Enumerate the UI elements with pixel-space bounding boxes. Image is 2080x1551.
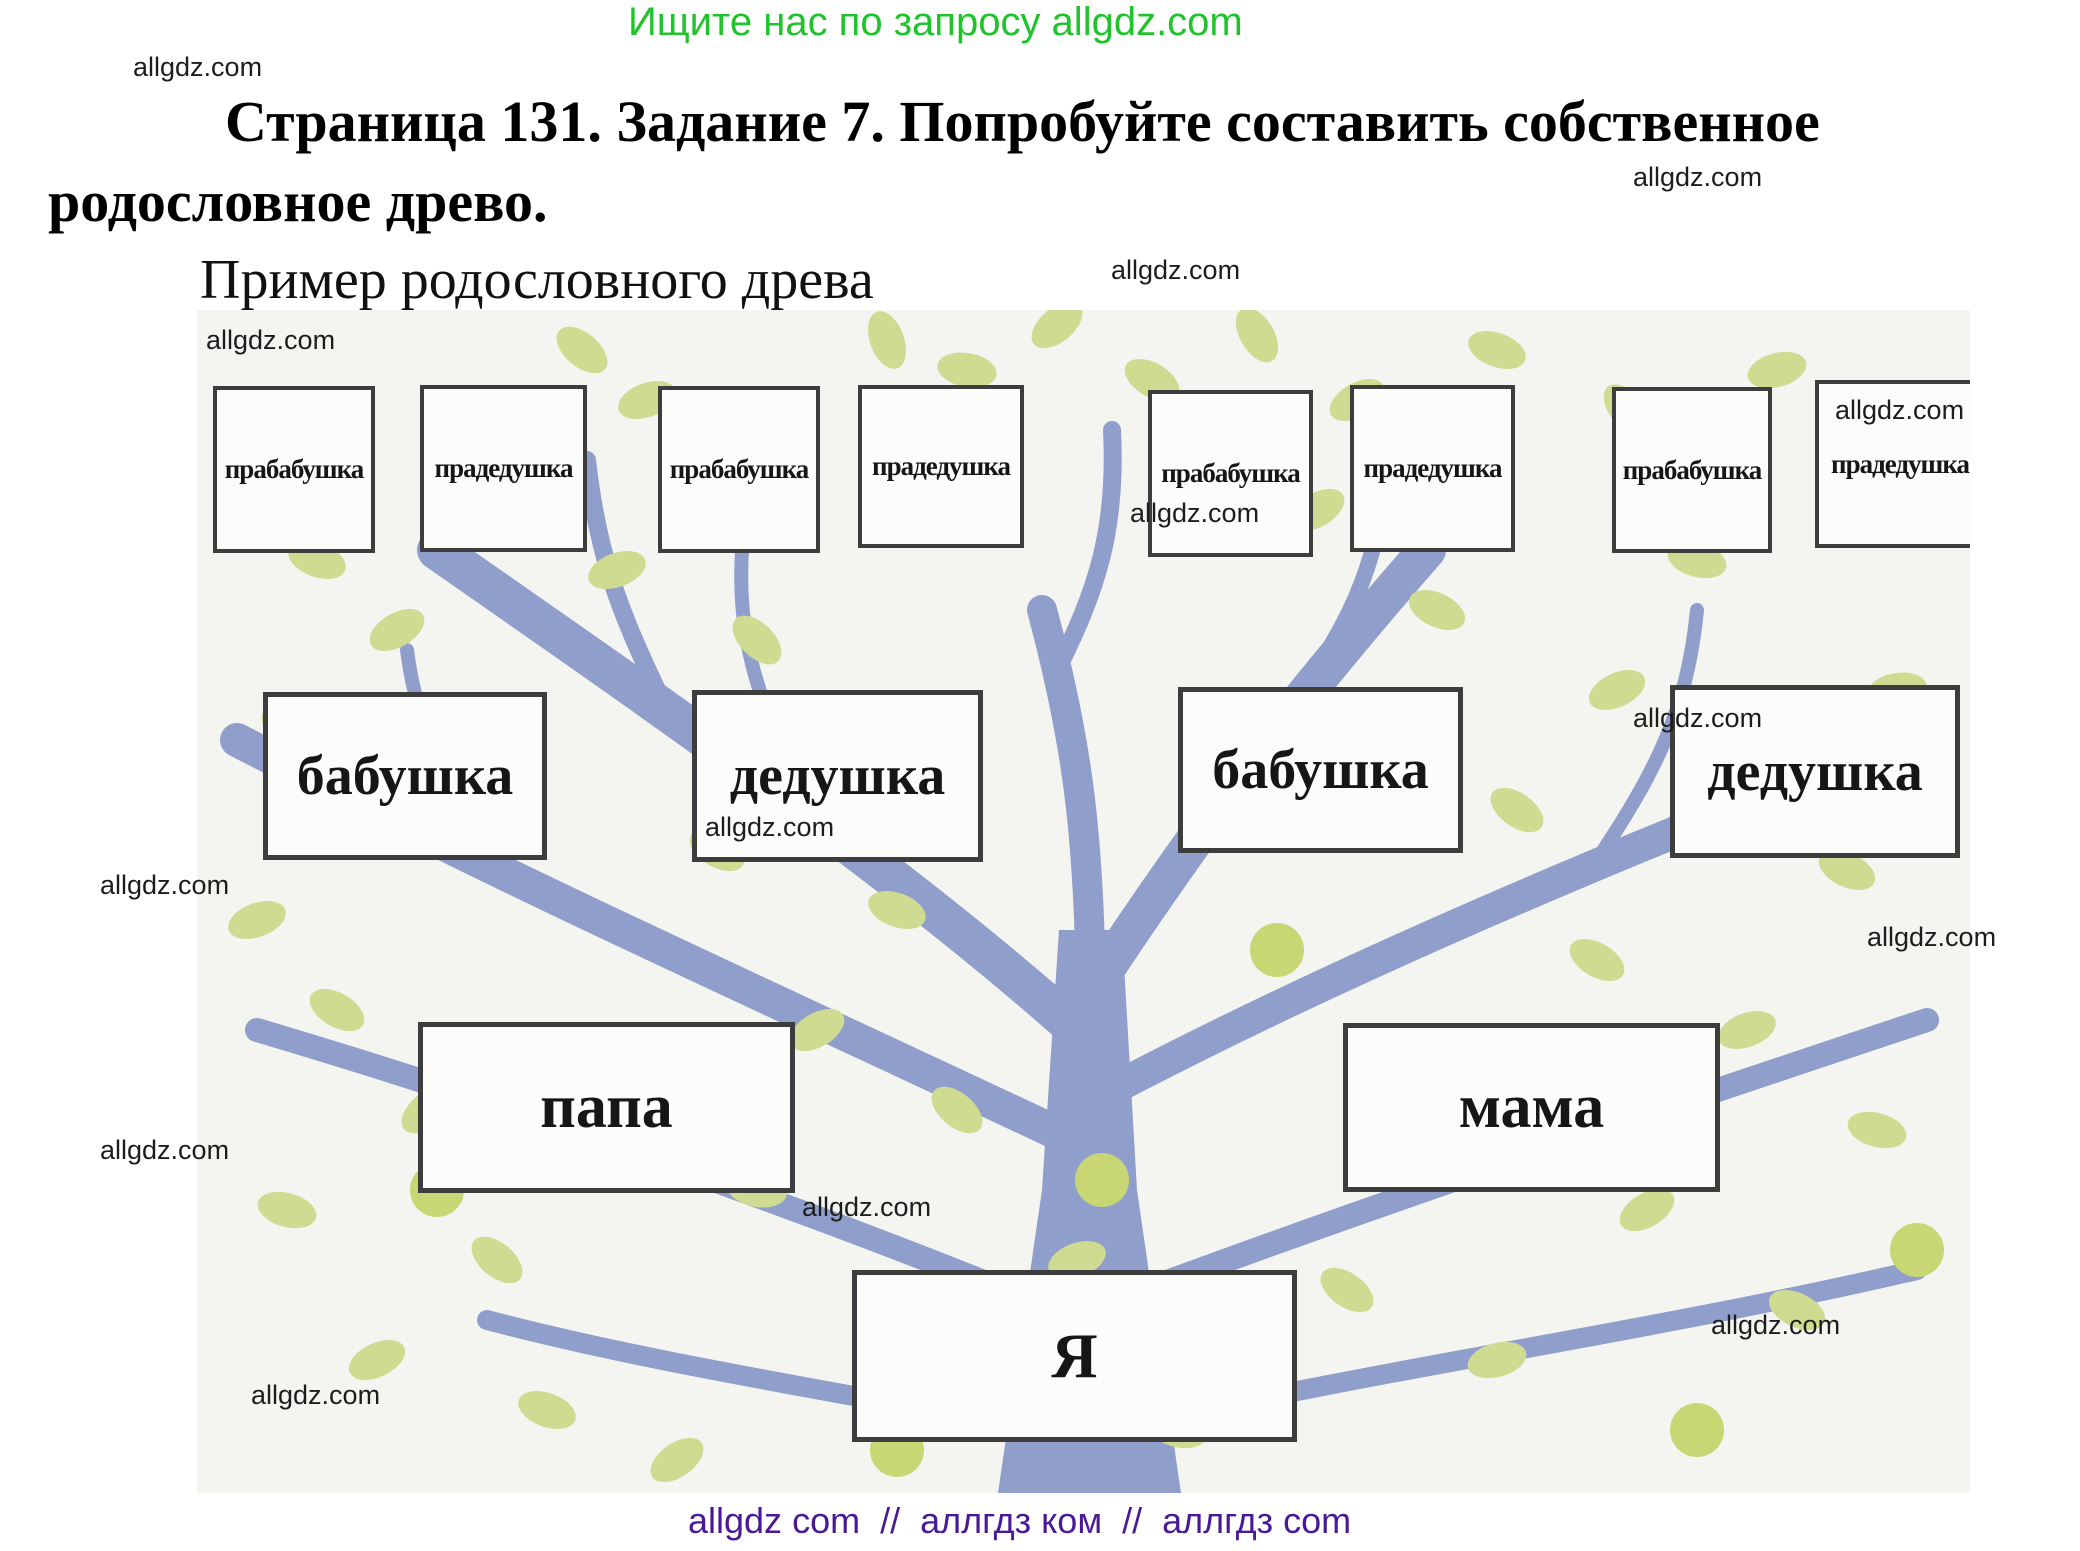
tree-box-great-grandmother-2: прабабушка [658,386,820,553]
watermark: allgdz.com [1711,1310,1841,1340]
watermark: allgdz.com [251,1380,381,1410]
watermark: allgdz.com [100,870,230,900]
tree-box-self: Я [852,1270,1297,1442]
tree-box-great-grandfather-3: прадедушка [1350,385,1515,552]
watermark: allgdz.com [133,52,263,82]
watermark: allgdz.com [705,812,835,842]
watermark: allgdz.com [1867,922,1997,952]
page-title-line2: родословное древо. [48,169,548,234]
tree-box-grandmother-1: бабушка [263,692,547,860]
watermark: allgdz.com [100,1135,230,1165]
watermark: allgdz.com [206,325,336,355]
page-subtitle: Пример родословного древа [200,249,874,311]
watermark: allgdz.com [1111,255,1241,285]
watermark: allgdz.com [1633,703,1763,733]
watermark: allgdz.com [1130,498,1260,528]
watermark: allgdz.com [1633,162,1763,192]
tree-box-grandmother-2: бабушка [1178,687,1463,853]
tree-box-great-grandmother-4: прабабушка [1612,387,1772,553]
footer-watermark: allgdz com // аллгдз ком // аллгдз com [688,1500,1352,1541]
tree-box-grandfather-2: дедушка [1670,685,1960,858]
watermark: allgdz.com [1835,395,1965,425]
family-tree-image: прабабушка прадедушка прабабушка прадеду… [197,310,1970,1493]
tree-box-great-grandmother-3: прабабушка [1148,390,1313,557]
tree-box-father: папа [418,1022,795,1193]
tree-box-great-grandfather-2: прадедушка [858,385,1024,548]
tree-box-great-grandfather-4: прадедушка [1815,380,1970,548]
page-title-line1: Страница 131. Задание 7. Попробуйте сост… [225,89,1820,154]
tree-box-mother: мама [1343,1023,1720,1192]
watermark: allgdz.com [802,1192,932,1222]
tree-box-great-grandmother-1: прабабушка [213,386,375,553]
promo-banner: Ищите нас по запросу allgdz.com [628,0,1243,44]
tree-box-grandfather-1: дедушка [692,690,983,862]
tree-box-great-grandfather-1: прадедушка [420,385,587,552]
